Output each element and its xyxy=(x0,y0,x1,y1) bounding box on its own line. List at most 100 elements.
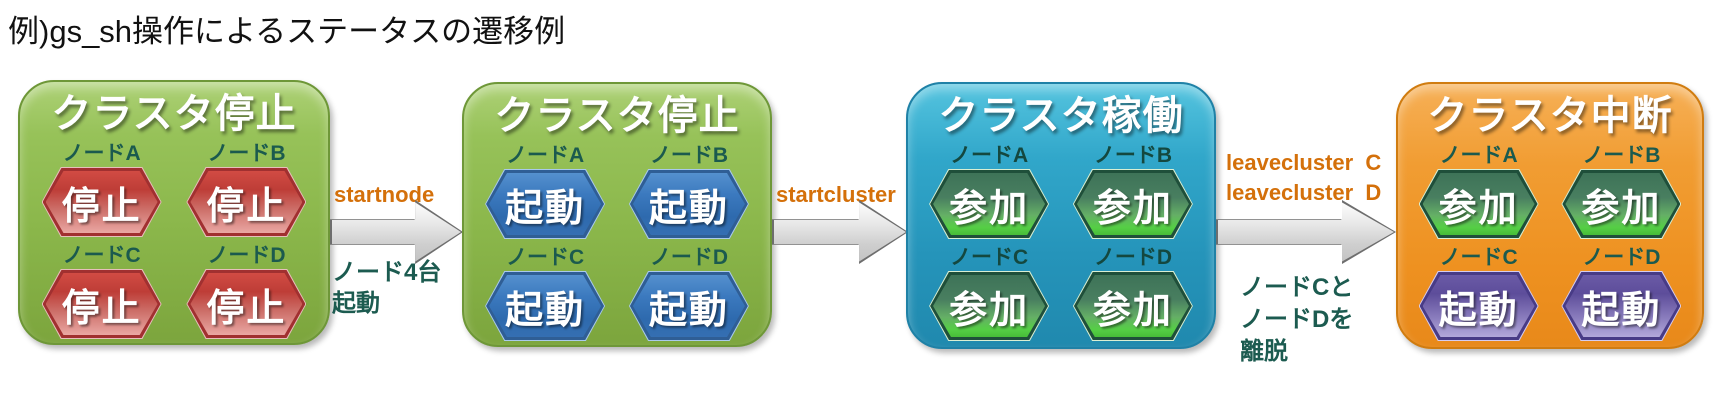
node-b: ノードB 参加 xyxy=(1064,142,1202,239)
status-text: 停止 xyxy=(61,287,142,330)
hexagon-fill: 参加 xyxy=(1076,275,1189,337)
hexagon-fill: 起動 xyxy=(632,275,745,337)
status-text: 起動 xyxy=(505,289,586,332)
node-d: ノードD 起動 xyxy=(620,244,758,341)
status-hexagon-joined: 参加 xyxy=(929,271,1050,341)
transition-note-leavecluster: ノードCと ノードDを 離脱 xyxy=(1240,274,1354,365)
node-a: ノードA 参加 xyxy=(1410,142,1547,239)
status-text: 参加 xyxy=(1092,187,1173,230)
transition-command-startnode: startnode xyxy=(334,182,435,207)
cluster-title: クラスタ停止 xyxy=(494,94,740,138)
node-label: ノードA xyxy=(506,144,585,167)
node-a: ノードA 停止 xyxy=(32,140,171,237)
status-text: 起動 xyxy=(1438,289,1519,332)
node-label: ノードA xyxy=(950,144,1029,167)
status-text: 起動 xyxy=(648,289,729,332)
status-text: 起動 xyxy=(505,187,586,230)
hexagon-fill: 停止 xyxy=(45,273,158,335)
status-text: 停止 xyxy=(206,287,287,330)
cluster-box-stopped-2: クラスタ停止 ノードA 起動 ノードB 起動 ノードC xyxy=(462,82,772,347)
page-title: 例)gs_sh操作によるステータスの遷移例 xyxy=(8,14,566,49)
node-label: ノードB xyxy=(649,144,728,167)
status-hexagon-started: 起動 xyxy=(485,271,606,341)
node-label: ノードB xyxy=(1093,144,1172,167)
hexagon-fill: 参加 xyxy=(933,275,1046,337)
status-text: 起動 xyxy=(1581,289,1662,332)
node-label: ノードD xyxy=(649,246,728,269)
node-label: ノードA xyxy=(1439,144,1518,167)
node-label: ノードD xyxy=(1582,246,1661,269)
hexagon-fill: 参加 xyxy=(1422,173,1535,235)
node-label: ノードD xyxy=(207,244,286,267)
status-hexagon-started: 起動 xyxy=(628,271,749,341)
node-label: ノードA xyxy=(62,142,141,165)
status-hexagon-stop: 停止 xyxy=(41,269,162,339)
node-grid: ノードA 参加 ノードB 参加 ノードC 参加 xyxy=(920,142,1202,346)
node-b: ノードB 停止 xyxy=(177,140,316,237)
node-grid: ノードA 参加 ノードB 参加 ノードC 起動 xyxy=(1410,142,1690,346)
transition-command-startcluster: startcluster xyxy=(776,182,896,207)
hexagon-fill: 停止 xyxy=(190,273,303,335)
status-text: 参加 xyxy=(1092,289,1173,332)
status-hexagon-stop: 停止 xyxy=(186,167,307,237)
status-text: 参加 xyxy=(949,289,1030,332)
status-text: 停止 xyxy=(206,185,287,228)
status-hexagon-joined: 参加 xyxy=(1072,271,1193,341)
arrow-fill xyxy=(1218,202,1394,262)
cluster-title: クラスタ中断 xyxy=(1427,94,1673,138)
node-c: ノードC 停止 xyxy=(32,242,171,339)
hexagon-fill: 停止 xyxy=(190,171,303,233)
status-text: 起動 xyxy=(648,187,729,230)
status-text: 参加 xyxy=(1438,187,1519,230)
node-label: ノードC xyxy=(950,246,1029,269)
arrow-fill xyxy=(774,202,906,262)
node-label: ノードB xyxy=(207,142,286,165)
status-text: 参加 xyxy=(1581,187,1662,230)
node-label: ノードD xyxy=(1093,246,1172,269)
cluster-box-suspended: クラスタ中断 ノードA 参加 ノードB 参加 ノードC xyxy=(1396,82,1704,349)
node-grid: ノードA 起動 ノードB 起動 ノードC 起動 xyxy=(476,142,758,346)
status-hexagon-started-suspended: 起動 xyxy=(1561,271,1682,341)
hexagon-fill: 起動 xyxy=(632,173,745,235)
status-text: 停止 xyxy=(61,185,142,228)
node-d: ノードD 停止 xyxy=(177,242,316,339)
node-a: ノードA 起動 xyxy=(476,142,614,239)
hexagon-fill: 参加 xyxy=(1076,173,1189,235)
status-hexagon-stop: 停止 xyxy=(41,167,162,237)
node-b: ノードB 起動 xyxy=(620,142,758,239)
node-b: ノードB 参加 xyxy=(1553,142,1690,239)
arrow-fill xyxy=(332,202,461,262)
node-c: ノードC 起動 xyxy=(476,244,614,341)
hexagon-fill: 参加 xyxy=(933,173,1046,235)
hexagon-fill: 停止 xyxy=(45,171,158,233)
status-hexagon-joined: 参加 xyxy=(1418,169,1539,239)
status-text: 参加 xyxy=(949,187,1030,230)
hexagon-fill: 起動 xyxy=(1565,275,1678,337)
transition-command-leavecluster: leavecluster C leavecluster D xyxy=(1226,150,1382,205)
cluster-box-running: クラスタ稼働 ノードA 参加 ノードB 参加 ノードC xyxy=(906,82,1216,349)
hexagon-fill: 参加 xyxy=(1565,173,1678,235)
node-a: ノードA 参加 xyxy=(920,142,1058,239)
node-d: ノードD 参加 xyxy=(1064,244,1202,341)
status-hexagon-started: 起動 xyxy=(628,169,749,239)
hexagon-fill: 起動 xyxy=(1422,275,1535,337)
status-hexagon-joined: 参加 xyxy=(1072,169,1193,239)
node-label: ノードC xyxy=(1439,246,1518,269)
hexagon-fill: 起動 xyxy=(489,173,602,235)
status-hexagon-joined: 参加 xyxy=(1561,169,1682,239)
status-hexagon-joined: 参加 xyxy=(929,169,1050,239)
node-label: ノードB xyxy=(1582,144,1661,167)
cluster-box-stopped-1: クラスタ停止 ノードA 停止 ノードB 停止 ノードC xyxy=(18,80,330,345)
status-hexagon-stop: 停止 xyxy=(186,269,307,339)
hexagon-fill: 起動 xyxy=(489,275,602,337)
node-label: ノードC xyxy=(62,244,141,267)
arrow-right-icon xyxy=(1216,200,1396,264)
cluster-title: クラスタ稼働 xyxy=(938,94,1184,138)
node-c: ノードC 起動 xyxy=(1410,244,1547,341)
node-label: ノードC xyxy=(506,246,585,269)
node-c: ノードC 参加 xyxy=(920,244,1058,341)
node-grid: ノードA 停止 ノードB 停止 ノードC 停止 xyxy=(32,140,316,344)
transition-note-startnode: ノード4台 起動 xyxy=(332,259,442,317)
cluster-title: クラスタ停止 xyxy=(51,92,297,136)
